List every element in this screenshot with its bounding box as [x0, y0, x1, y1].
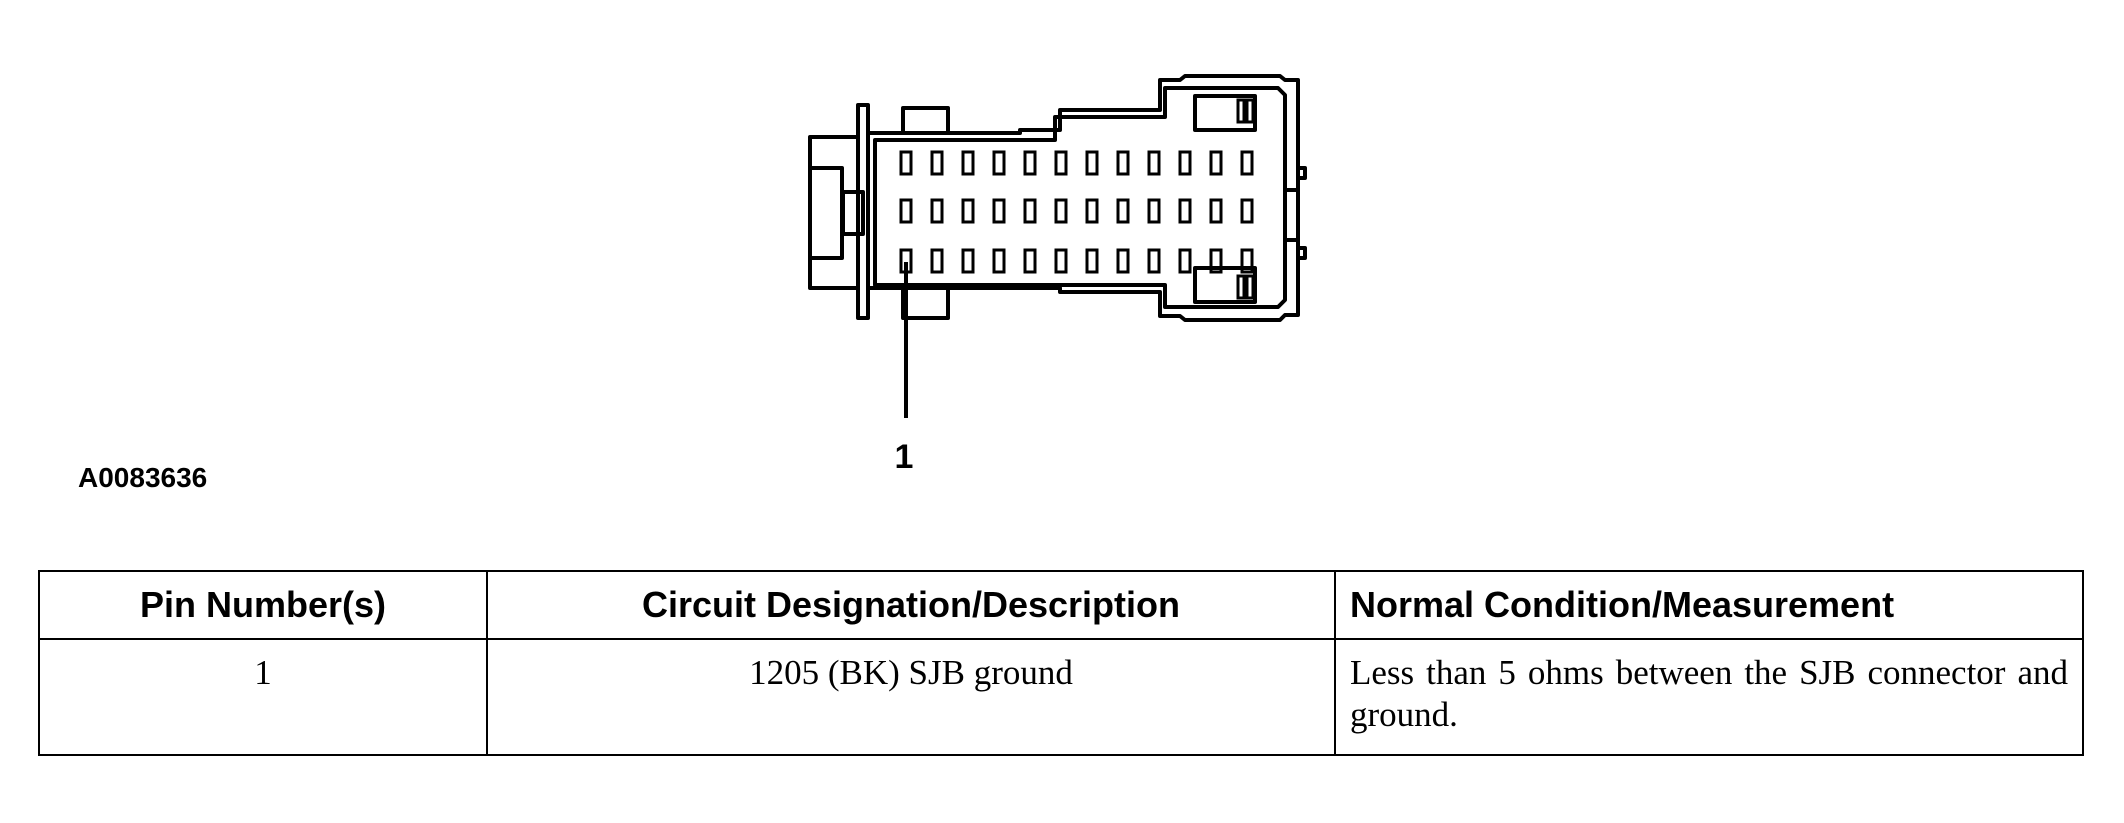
retainer-detail	[1245, 274, 1255, 300]
pin-cavity	[930, 198, 944, 224]
pin-cavity	[1054, 150, 1068, 176]
connector-retainer-top	[1193, 94, 1257, 132]
pin-cavity	[1085, 198, 1099, 224]
pin-cavity	[1054, 198, 1068, 224]
cell-pin-number: 1	[38, 638, 488, 756]
pin-cavity	[992, 150, 1006, 176]
connector-flange-left	[856, 103, 870, 320]
figure-id: A0083636	[78, 462, 208, 493]
pin-cavity	[961, 150, 975, 176]
pin-cavity	[930, 248, 944, 274]
connector-latch-left	[808, 135, 860, 290]
connector-bottom-bump	[901, 288, 950, 320]
pin-cavity	[1116, 248, 1130, 274]
pin-cavity	[1240, 248, 1254, 274]
pin-cavity	[992, 248, 1006, 274]
table-header-row: Pin Number(s) Circuit Designation/Descri…	[38, 570, 2084, 640]
pin-cavity	[1085, 150, 1099, 176]
connector-latch-window	[841, 190, 865, 236]
pin-cavity	[1147, 150, 1161, 176]
pin-cavity	[1023, 248, 1037, 274]
pin-cavity	[1240, 150, 1254, 176]
pin-cavity	[1178, 150, 1192, 176]
connector-top-bump	[901, 106, 950, 133]
pin-cavity	[899, 150, 913, 176]
pin-grid	[899, 98, 1255, 300]
pinout-table: Pin Number(s) Circuit Designation/Descri…	[38, 570, 2084, 756]
pin-cavity	[1116, 150, 1130, 176]
pin-cavity	[1116, 198, 1130, 224]
connector-right-ear-lower	[1298, 246, 1307, 260]
retainer-detail	[1236, 274, 1246, 300]
cell-condition: Less than 5 ohms between the SJB connect…	[1334, 638, 2084, 756]
pin-cavity	[992, 198, 1006, 224]
table-row: 1 1205 (BK) SJB ground Less than 5 ohms …	[38, 638, 2084, 756]
connector-retainer-bottom	[1193, 266, 1257, 304]
pin-cavity	[1209, 150, 1223, 176]
cell-circuit: 1205 (BK) SJB ground	[486, 638, 1336, 756]
pin-cavity	[1178, 248, 1192, 274]
pin-cavity	[1209, 198, 1223, 224]
pin-cavity	[1147, 248, 1161, 274]
pin-cavity	[961, 248, 975, 274]
pin-cavity	[1178, 198, 1192, 224]
connector-body-inner	[873, 86, 1287, 309]
connector-right-ear	[1298, 166, 1307, 180]
pin-cavity	[1054, 248, 1068, 274]
pin-cavity	[1023, 150, 1037, 176]
retainer-detail	[1245, 98, 1255, 124]
pin-cavity	[1240, 198, 1254, 224]
pin-cavity	[1147, 198, 1161, 224]
pin-cavity	[930, 150, 944, 176]
header-circuit: Circuit Designation/Description	[486, 570, 1336, 640]
pin-cavity	[899, 198, 913, 224]
header-pin-number: Pin Number(s)	[38, 570, 488, 640]
connector-right-tab	[1285, 188, 1300, 242]
connector-latch-inner	[810, 166, 844, 260]
pin-cavity	[1085, 248, 1099, 274]
pin-cavity	[1209, 248, 1223, 274]
header-condition: Normal Condition/Measurement	[1334, 570, 2084, 640]
pin-cavity	[961, 198, 975, 224]
callout-label: 1	[895, 438, 914, 476]
retainer-detail	[1236, 98, 1246, 124]
pin-cavity	[1023, 198, 1037, 224]
